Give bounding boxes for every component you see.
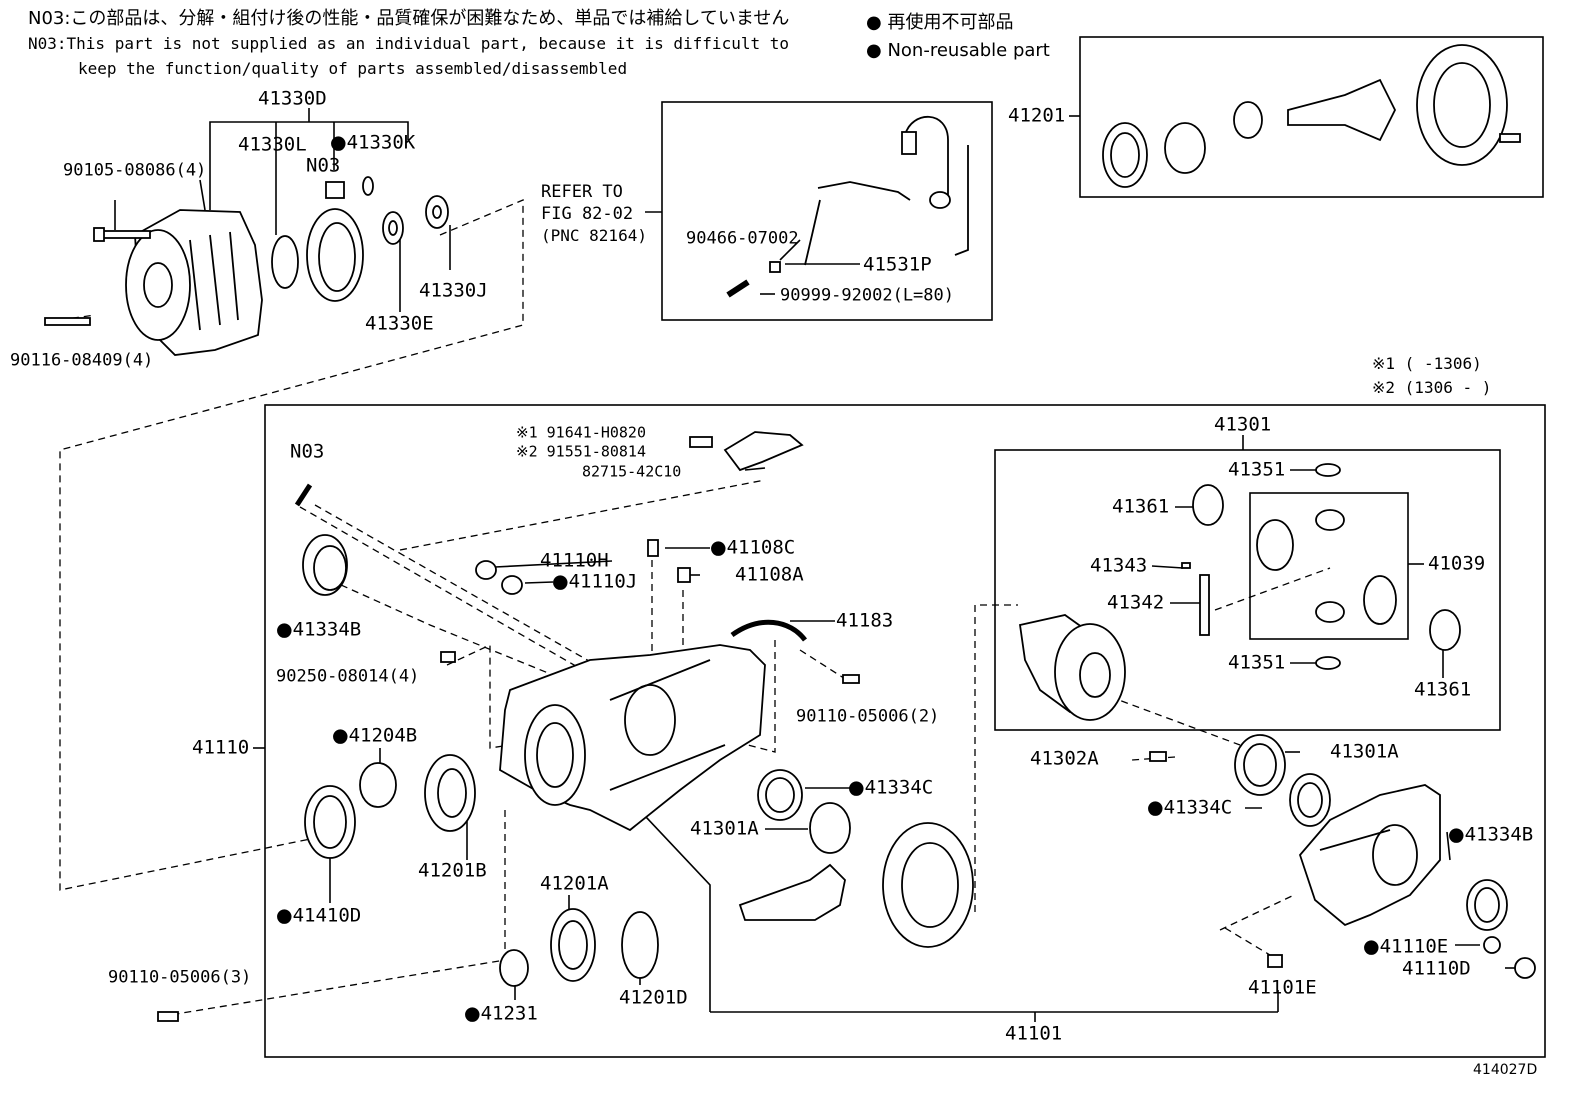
label-41301A-left: 41301A [690, 817, 759, 840]
label-90110-05006-3: 90110-05006(3) [108, 967, 252, 988]
non-reusable-dot-icon: ● [276, 904, 293, 927]
diagram-id: 414027D [1473, 1062, 1538, 1078]
label-41231: ●41231 [464, 1002, 538, 1025]
label-41108A: 41108A [735, 563, 804, 586]
label-41110H: 41110H [540, 549, 609, 572]
label-90250-08014: 90250-08014(4) [276, 666, 420, 687]
label-41343: 41343 [1090, 554, 1148, 577]
label-90999-92002: 90999-92002(L=80) [780, 285, 954, 306]
bolt-90105 [93, 227, 151, 242]
non-reusable-dot-icon: ● [1363, 935, 1380, 958]
label-41361-upper: 41361 [1112, 495, 1170, 518]
label-91641-H0820: ※1 91641-H0820 [516, 423, 646, 442]
refer-line2: FIG 82-02 [541, 204, 634, 224]
refer-line1: REFER TO [541, 182, 623, 202]
label-41110J: ●41110J [552, 570, 638, 593]
label-41351-lower: 41351 [1228, 651, 1286, 674]
label-41101E: 41101E [1248, 976, 1317, 999]
label-41330L: 41330L [238, 133, 307, 156]
label-41201B: 41201B [418, 859, 487, 882]
label-41110E: ●41110E [1363, 935, 1449, 958]
non-reusable-dot-icon: ● [330, 131, 347, 154]
label-90105-08086: 90105-08086(4) [63, 160, 207, 181]
non-reusable-dot-icon: ● [866, 40, 882, 61]
label-41531P: 41531P [863, 253, 932, 276]
extension-housing [125, 209, 263, 356]
hose-kit-box [661, 101, 993, 321]
stud-bolt-90116 [44, 317, 91, 326]
non-reusable-dot-icon: ● [1147, 796, 1164, 819]
gear-kit-box [1079, 36, 1544, 198]
label-41330D: 41330D [258, 87, 327, 110]
differential-carrier [499, 644, 766, 832]
non-reusable-dot-icon: ● [710, 536, 727, 559]
note-n03-en-2: keep the function/quality of parts assem… [78, 59, 628, 78]
label-90466-07002: 90466-07002 [686, 228, 799, 249]
label-41330K: ●41330K [330, 131, 416, 154]
non-reusable-dot-icon: ● [848, 776, 865, 799]
non-reusable-dot-icon: ● [276, 618, 293, 641]
label-41334B-left: ●41334B [276, 618, 362, 641]
label-41334C-left: ●41334C [848, 776, 934, 799]
legend-en-text: Non-reusable part [887, 40, 1050, 61]
label-41101: 41101 [1005, 1022, 1063, 1045]
differential-case-box [994, 449, 1501, 731]
label-41110: 41110 [192, 736, 250, 759]
non-reusable-dot-icon: ● [332, 724, 349, 747]
label-41334C-right: ●41334C [1147, 796, 1233, 819]
label-41334B-right: ●41334B [1448, 823, 1534, 846]
label-41301: 41301 [1214, 413, 1272, 436]
label-41204B: ●41204B [332, 724, 418, 747]
label-41201D: 41201D [619, 986, 688, 1009]
label-41361-lower: 41361 [1414, 678, 1472, 701]
note-n03-jp: N03:この部品は、分解・組付け後の性能・品質確保が困難なため、単品では補給して… [28, 8, 790, 29]
label-41330J: 41330J [419, 279, 488, 302]
label-91551-80814: ※2 91551-80814 [516, 442, 646, 461]
non-reusable-dot-icon: ● [552, 570, 569, 593]
label-82715-42C10: 82715-42C10 [582, 462, 682, 481]
non-reusable-dot-icon: ● [1448, 823, 1465, 846]
label-41301A-right: 41301A [1330, 740, 1399, 763]
label-41201A: 41201A [540, 872, 609, 895]
period-note-2: ※2 (1306 - ) [1372, 378, 1492, 397]
legend-en: ● Non-reusable part [866, 42, 1050, 60]
period-note-1: ※1 ( -1306) [1372, 354, 1482, 373]
label-41342: 41342 [1107, 591, 1165, 614]
refer-line3: (PNC 82164) [541, 226, 647, 245]
label-90110-05006-2: 90110-05006(2) [796, 706, 940, 727]
label-41108C: ●41108C [710, 536, 796, 559]
label-41302A: 41302A [1030, 747, 1099, 770]
non-reusable-dot-icon: ● [866, 12, 882, 33]
pinion-set-box [1249, 492, 1409, 640]
label-N03-upper: N03 [306, 154, 341, 177]
legend-jp-text: 再使用不可部品 [887, 12, 1014, 33]
note-n03-en-1: N03:This part is not supplied as an indi… [28, 34, 789, 53]
label-90116-08409: 90116-08409(4) [10, 350, 154, 371]
label-N03-lower: N03 [290, 440, 325, 463]
label-41351-upper: 41351 [1228, 458, 1286, 481]
label-41183: 41183 [836, 609, 894, 632]
non-reusable-dot-icon: ● [464, 1002, 481, 1025]
carrier-cover [1298, 784, 1441, 927]
label-41410D: ●41410D [276, 904, 362, 927]
label-41110D: 41110D [1402, 957, 1471, 980]
label-41330E: 41330E [365, 312, 434, 335]
label-41039: 41039 [1428, 552, 1486, 575]
legend-jp: ● 再使用不可部品 [866, 14, 1013, 32]
label-41201: 41201 [1008, 104, 1066, 127]
carrier-assembly-box [264, 404, 1546, 1058]
